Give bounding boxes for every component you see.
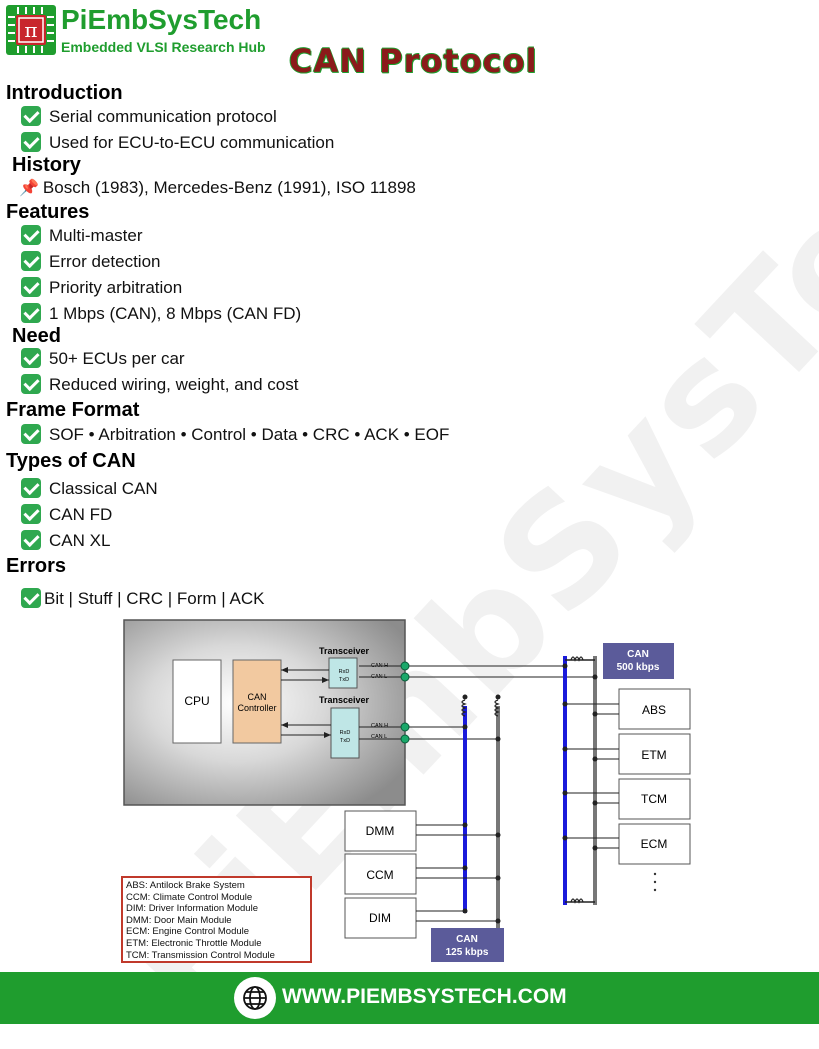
checkmark-icon xyxy=(21,132,41,152)
list-item: Error detection xyxy=(21,251,161,272)
footer-bar xyxy=(0,972,819,1024)
terminal-dot xyxy=(400,734,410,744)
module-etm-label: ETM xyxy=(641,748,666,762)
brand-name: PiEmbSysTech xyxy=(61,4,262,35)
module-dmm-label: DMM xyxy=(366,824,395,838)
module-ccm xyxy=(344,853,417,895)
transceiver-label-bottom: Transceiver xyxy=(319,695,370,705)
cpu-block xyxy=(172,659,222,744)
checkmark-icon xyxy=(21,348,41,368)
checkmark-icon xyxy=(21,106,41,126)
module-dim xyxy=(344,897,417,939)
module-abs xyxy=(618,688,691,730)
module-ecm-label: ECM xyxy=(641,837,668,851)
bus-fast-badge-line1: CAN xyxy=(627,649,649,660)
termination-resistor-icon xyxy=(570,656,584,904)
module-ecm xyxy=(618,823,691,865)
legend-item: DIM: Driver Information Module xyxy=(126,903,258,914)
list-item: Used for ECU-to-ECU communication xyxy=(21,132,334,153)
list-item: Multi-master xyxy=(21,225,143,246)
bus-slow-badge-line2: 125 kbps xyxy=(446,947,489,958)
module-tcm xyxy=(618,778,691,820)
can-l-label-bottom: CAN L xyxy=(371,734,387,740)
module-etm xyxy=(618,733,691,775)
legend-item: CCM: Climate Control Module xyxy=(126,892,252,903)
legend-item: ETM: Electronic Throttle Module xyxy=(126,938,262,949)
legend-box xyxy=(121,876,312,963)
can-network-diagram: CPU CAN Controller Transceiver RxD TxD C… xyxy=(121,619,691,963)
list-item: 1 Mbps (CAN), 8 Mbps (CAN FD) xyxy=(21,303,301,324)
legend-item: DMM: Door Main Module xyxy=(126,915,232,926)
terminal-dot xyxy=(400,672,410,682)
heading-errors: Errors xyxy=(6,555,67,577)
controller-label-line2: Controller xyxy=(237,703,276,713)
checkmark-icon xyxy=(21,225,41,245)
transceiver-label-top: Transceiver xyxy=(319,646,370,656)
module-ccm-label: CCM xyxy=(366,868,393,882)
terminal-dot xyxy=(400,722,410,732)
heading-need: Need xyxy=(12,325,61,347)
bus-slow-badge-line1: CAN xyxy=(456,934,478,945)
legend-item: ECM: Engine Control Module xyxy=(126,926,249,937)
bus-slow-badge xyxy=(431,928,504,962)
list-item: CAN FD xyxy=(21,504,112,525)
checkmark-icon xyxy=(21,374,41,394)
rxd-label-top: RxD xyxy=(339,669,350,675)
termination-resistor-icon xyxy=(461,699,500,717)
list-item: 50+ ECUs per car xyxy=(21,348,185,369)
brand-subtitle: Embedded VLSI Research Hub xyxy=(61,39,266,55)
heading-frame-format: Frame Format xyxy=(6,399,140,421)
transceiver-top xyxy=(328,657,358,689)
list-item: Classical CAN xyxy=(21,478,158,499)
svg-text:π: π xyxy=(24,18,37,42)
list-item: Serial communication protocol xyxy=(21,106,277,127)
checkmark-icon xyxy=(21,504,41,524)
heading-types-of-can: Types of CAN xyxy=(6,450,136,472)
checkmark-icon xyxy=(21,251,41,271)
legend-item: TCM: Transmission Control Module xyxy=(126,950,275,961)
list-item: Bit | Stuff | CRC | Form | ACK xyxy=(21,588,264,609)
can-controller-block xyxy=(232,659,282,744)
list-item: SOF • Arbitration • Control • Data • CRC… xyxy=(21,424,449,445)
pushpin-icon: 📌 xyxy=(19,180,39,197)
checkmark-icon xyxy=(21,424,41,444)
bus-fast-badge xyxy=(603,643,674,679)
legend-item: ABS: Antilock Brake System xyxy=(126,880,245,891)
txd-label-bottom: TxD xyxy=(340,738,350,744)
module-dim-label: DIM xyxy=(369,911,391,925)
globe-icon xyxy=(234,977,276,1019)
txd-label-top: TxD xyxy=(339,677,349,683)
list-item: CAN XL xyxy=(21,530,110,551)
cpu-label: CPU xyxy=(184,694,209,708)
module-tcm-label: TCM xyxy=(641,792,667,806)
checkmark-icon xyxy=(21,530,41,550)
controller-label-line1: CAN xyxy=(247,692,266,702)
page-title: CAN Protocol xyxy=(289,42,538,80)
ellipsis-icon xyxy=(653,872,657,892)
rxd-label-bottom: RxD xyxy=(340,730,351,736)
checkmark-icon xyxy=(21,588,41,608)
chip-logo-icon: π xyxy=(6,5,56,55)
website-link[interactable]: WWW.PIEMBSYSTECH.COM xyxy=(282,985,567,1008)
checkmark-icon xyxy=(21,303,41,323)
list-item: Reduced wiring, weight, and cost xyxy=(21,374,298,395)
heading-features: Features xyxy=(6,201,90,223)
can-h-label-bottom: CAN H xyxy=(371,723,388,729)
heading-history: History xyxy=(12,154,81,176)
list-item: 📌Bosch (1983), Mercedes-Benz (1991), ISO… xyxy=(19,178,416,197)
module-abs-label: ABS xyxy=(642,703,666,717)
heading-introduction: Introduction xyxy=(6,82,123,104)
terminal-dot xyxy=(400,661,410,671)
checkmark-icon xyxy=(21,478,41,498)
transceiver-bottom xyxy=(330,707,360,759)
list-item: Priority arbitration xyxy=(21,277,182,298)
bus-fast-badge-line2: 500 kbps xyxy=(617,662,660,673)
module-dmm xyxy=(344,810,417,852)
checkmark-icon xyxy=(21,277,41,297)
